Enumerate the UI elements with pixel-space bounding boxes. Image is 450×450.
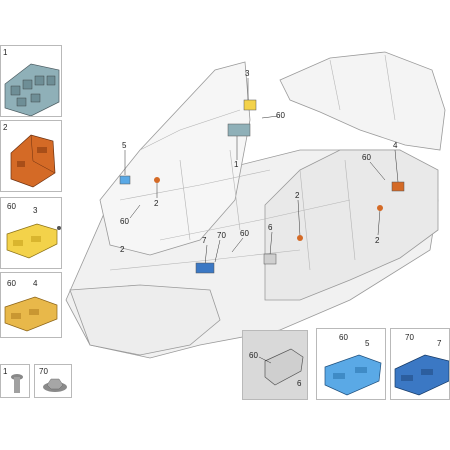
yellow4-screw-label: 60 [7,279,16,288]
blue-module-5-illustration [324,354,382,396]
blue7-part-label: 7 [437,339,442,348]
callout-6: 6 [268,223,273,232]
yellow-module-4-illustration [4,296,58,332]
dashboard-structure [279,51,446,151]
yellow3-screw-label: 60 [7,202,16,211]
callout-1: 1 [234,160,239,169]
pillar-sensor-2a [154,177,160,183]
panel-orange-label: 2 [3,123,8,132]
callout-70: 70 [217,231,226,240]
orange-module-illustration [10,134,56,188]
callout-4: 4 [393,141,398,150]
bolt-label: 1 [3,367,8,376]
pillar-sensor-2b [297,235,303,241]
panel-switch-assembly: 1 [0,45,62,117]
panel-blue-module-7: 70 7 [390,328,450,400]
panel-nut: 70 [34,364,72,398]
bolt-icon [11,374,23,393]
door-module-part-4 [391,181,405,192]
callout-2b: 2 [295,191,300,200]
panel-switch-label: 1 [3,48,8,57]
floor-module-part-7 [195,262,215,274]
yellow-module-3-illustration [6,223,61,259]
panel-yellow-module-4: 60 4 [0,272,62,338]
callout-2d: 2 [120,245,125,254]
switch-assembly-illustration [4,63,60,116]
panel-blue-module-5: 60 5 [316,328,386,400]
callout-3: 3 [245,69,250,78]
blue5-part-label: 5 [365,339,370,348]
blue-module-7-illustration [394,354,449,396]
door-module-part-5 [119,175,131,185]
blue5-screw-label: 60 [339,333,348,342]
panel-yellow-module-3: 60 3 [0,197,62,269]
yellow4-part-label: 4 [33,279,38,288]
callout-7: 7 [202,236,207,245]
callout-60c: 60 [362,153,371,162]
callout-5: 5 [122,141,127,150]
rear-floor-section [69,284,221,356]
panel-bolt: 1 [0,364,30,398]
panel-orange-module: 2 [0,120,62,192]
blue7-nut-label: 70 [405,333,414,342]
door-module-part-3 [243,99,257,111]
callout-60d: 60 [240,229,249,238]
nut-icon [43,378,67,392]
callout-2c: 2 [375,236,380,245]
gray-module-6-illustration [258,348,304,386]
callout-2a: 2 [154,199,159,208]
nut-label: 70 [39,367,48,376]
door-switch-cluster [227,123,251,137]
panel-gray-module-6: 60 6 [242,330,308,400]
seat-module-part-6 [263,253,277,265]
pillar-sensor-2c [377,205,383,211]
gray6-part-label: 6 [297,379,302,388]
left-side-frame [99,61,251,256]
callout-60b: 60 [120,217,129,226]
gray6-screw-label: 60 [249,351,258,360]
callout-60a: 60 [276,111,285,120]
yellow3-part-label: 3 [33,206,38,215]
